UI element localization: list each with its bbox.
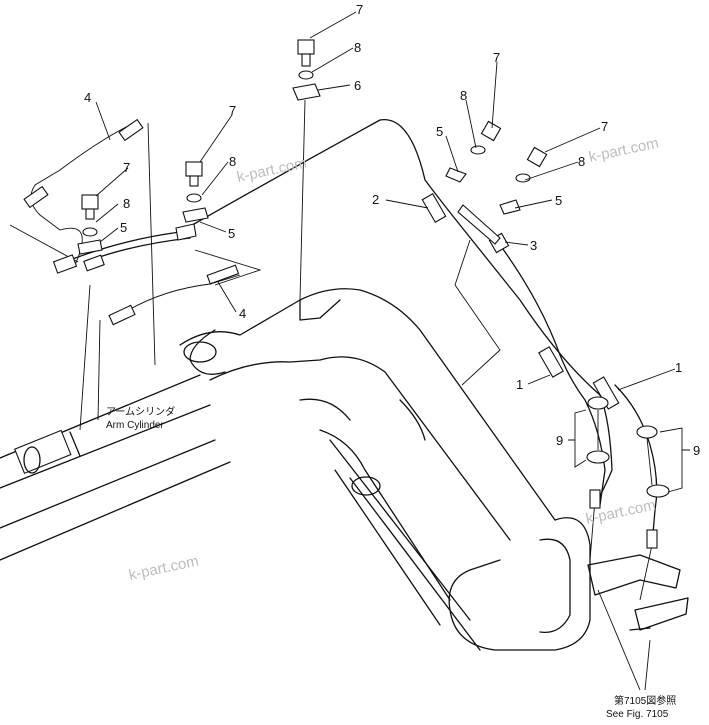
clips-9 — [586, 396, 670, 498]
callout-leaders — [95, 11, 690, 493]
callout-4: 4 — [84, 90, 91, 105]
text-labels: アームシリンダ Arm Cylinder 第7105図参照 See Fig. 7… — [106, 405, 676, 720]
callout-3: 3 — [530, 238, 537, 253]
bracket-assembly — [587, 554, 689, 631]
callout-7: 7 — [356, 2, 363, 17]
callout-5: 5 — [120, 220, 127, 235]
callout-7: 7 — [601, 119, 608, 134]
see-fig-label-en: See Fig. 7105 — [606, 709, 669, 720]
arm-cylinder-label-jp: アームシリンダ — [106, 405, 175, 418]
callout-1: 1 — [516, 377, 523, 392]
hose-fittings — [23, 118, 658, 549]
callout-numbers: 7 8 6 7 8 5 7 8 5 4 4 2 3 7 8 5 7 8 5 1 … — [84, 2, 700, 458]
callout-6: 6 — [354, 78, 361, 93]
callout-8: 8 — [229, 154, 236, 169]
callout-4: 4 — [239, 306, 246, 321]
callout-7: 7 — [123, 160, 130, 175]
boom-body — [179, 288, 591, 651]
callout-7: 7 — [229, 103, 236, 118]
callout-7: 7 — [493, 50, 500, 65]
callout-5: 5 — [436, 124, 443, 139]
callout-8: 8 — [460, 88, 467, 103]
watermark-text: k-part.com — [587, 135, 660, 166]
watermark-text: k-part.com — [127, 553, 200, 584]
callout-2: 2 — [372, 192, 379, 207]
callout-5: 5 — [228, 226, 235, 241]
watermark-text: k-part.com — [235, 155, 308, 186]
callout-9: 9 — [556, 433, 563, 448]
bolts — [81, 39, 548, 237]
boom-cylinder — [329, 439, 481, 651]
callout-9: 9 — [693, 443, 700, 458]
callout-8: 8 — [354, 40, 361, 55]
leader-lines — [9, 99, 651, 691]
arm-cylinder — [0, 374, 231, 561]
watermarks: k-part.com k-part.com k-part.com k-part.… — [127, 135, 660, 584]
clamps — [77, 83, 521, 255]
callout-8: 8 — [123, 196, 130, 211]
arm-cylinder-label-en: Arm Cylinder — [106, 420, 164, 431]
callout-8: 8 — [578, 154, 585, 169]
callout-5: 5 — [555, 193, 562, 208]
see-fig-label-jp: 第7105図参照 — [614, 694, 676, 707]
callout-1: 1 — [675, 360, 682, 375]
hose-lines — [30, 119, 658, 601]
